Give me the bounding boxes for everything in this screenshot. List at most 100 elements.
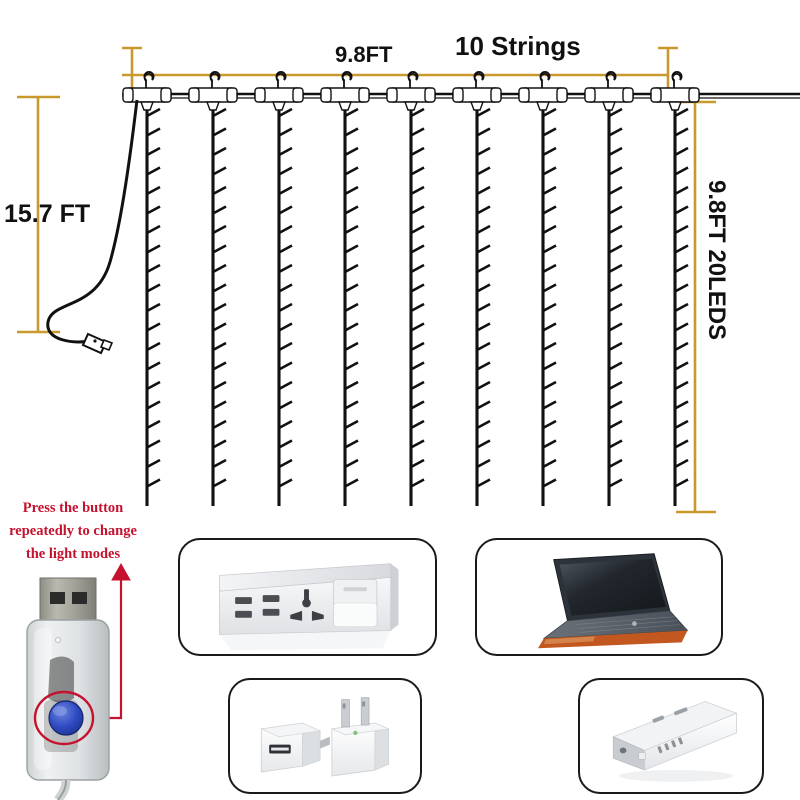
- led-node: [410, 478, 425, 488]
- led-node: [410, 185, 425, 196]
- instruction-line-2: repeatedly to change: [9, 523, 137, 539]
- led-node: [344, 458, 359, 469]
- led-node: [344, 263, 359, 274]
- led-string: [409, 107, 425, 506]
- led-node: [344, 127, 359, 137]
- led-node: [146, 361, 161, 371]
- s-hook-icon: [539, 71, 551, 88]
- led-node: [278, 439, 293, 449]
- led-node: [278, 302, 293, 313]
- led-node: [476, 185, 491, 196]
- laptop-photo: [537, 553, 689, 649]
- led-node: [674, 166, 689, 176]
- led-node: [278, 127, 293, 137]
- s-hook-icon: [473, 71, 485, 88]
- top-span-label: 9.8FT: [335, 42, 393, 67]
- led-node: [212, 185, 227, 196]
- led-node: [608, 185, 623, 196]
- capsule-connector-icon: [650, 71, 700, 111]
- led-node: [212, 107, 227, 118]
- led-node: [674, 185, 689, 196]
- led-node: [212, 283, 227, 293]
- led-node: [344, 302, 359, 313]
- led-node: [542, 341, 557, 352]
- led-string: [211, 107, 227, 506]
- led-node: [674, 478, 689, 488]
- led-node: [212, 166, 227, 176]
- led-string: [343, 107, 359, 506]
- usb-plug-body: [26, 619, 110, 781]
- panel-power-bank: [578, 678, 764, 794]
- led-node: [608, 322, 623, 332]
- left-dimension-bracket: [17, 95, 60, 334]
- led-string: [145, 107, 161, 506]
- led-node: [476, 361, 491, 371]
- s-hook-icon: [209, 71, 221, 88]
- string-count-label: 10 Strings: [455, 31, 581, 61]
- led-node: [146, 400, 161, 410]
- led-node: [542, 244, 557, 254]
- led-node: [542, 439, 557, 449]
- led-node: [212, 127, 227, 137]
- led-node: [608, 419, 623, 430]
- led-node: [542, 458, 557, 469]
- capsule-connector-icon: [254, 71, 304, 111]
- led-node: [278, 400, 293, 410]
- led-node: [344, 322, 359, 332]
- led-node: [476, 341, 491, 352]
- led-string: [673, 107, 689, 506]
- s-hook-icon: [143, 71, 155, 88]
- led-node: [146, 302, 161, 313]
- led-node: [344, 224, 359, 235]
- led-node: [476, 244, 491, 254]
- led-node: [410, 166, 425, 176]
- led-node: [212, 380, 227, 391]
- usb-metal-connector-icon: [39, 577, 97, 623]
- led-node: [476, 439, 491, 449]
- led-node: [344, 166, 359, 176]
- panel-usb-wall-adapter: [228, 678, 422, 794]
- instruction-line-1: Press the button: [23, 500, 123, 516]
- led-node: [410, 224, 425, 235]
- s-hook-icon: [341, 71, 353, 88]
- led-node: [344, 146, 359, 157]
- led-node: [542, 107, 557, 118]
- led-node: [542, 478, 557, 488]
- led-node: [674, 380, 689, 391]
- led-node: [608, 283, 623, 293]
- power-bank-led-indicators: [657, 737, 683, 754]
- led-node: [212, 263, 227, 274]
- led-node: [674, 302, 689, 313]
- led-node: [146, 185, 161, 196]
- red-circle-highlight-icon: [33, 690, 95, 746]
- led-node: [410, 361, 425, 371]
- led-node: [542, 263, 557, 274]
- led-node: [212, 439, 227, 449]
- led-node: [476, 127, 491, 137]
- led-node: [146, 166, 161, 176]
- led-node: [542, 146, 557, 157]
- led-node: [344, 341, 359, 352]
- led-node: [146, 341, 161, 352]
- led-node: [146, 419, 161, 430]
- led-node: [278, 419, 293, 430]
- led-node: [146, 283, 161, 293]
- led-node: [542, 380, 557, 391]
- led-node: [476, 205, 491, 215]
- led-node: [674, 322, 689, 332]
- led-node: [476, 322, 491, 332]
- led-node: [542, 400, 557, 410]
- led-node: [344, 283, 359, 293]
- blue-button-icon[interactable]: [48, 700, 84, 736]
- led-node: [146, 380, 161, 391]
- led-node: [344, 244, 359, 254]
- led-node: [608, 361, 623, 371]
- led-node: [608, 263, 623, 274]
- led-node: [542, 322, 557, 332]
- capsule-connector-icon: [188, 71, 238, 111]
- usb-wall-socket-photo: [219, 563, 399, 651]
- usb-connector-icon: [81, 332, 114, 355]
